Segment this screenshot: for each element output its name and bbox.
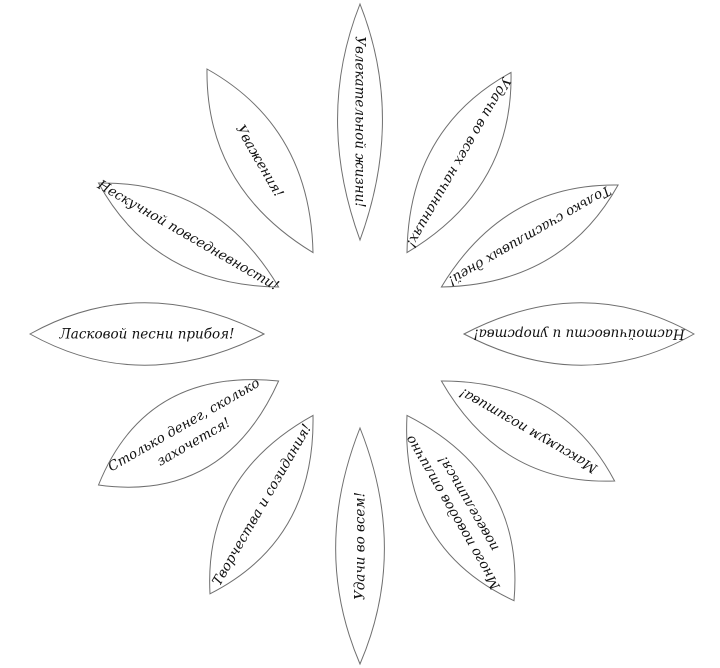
- petal-text-line: Ласковой песни прибоя!: [59, 327, 235, 343]
- petal-shape: [209, 414, 314, 595]
- petal-wish-text: Увлекательной жизни!: [351, 36, 367, 207]
- petal-wish-text: Настойчивости и упорства!: [473, 325, 685, 341]
- petal-shape: [406, 71, 512, 254]
- petal-shape: [335, 426, 385, 666]
- petal-shape: [440, 380, 616, 482]
- petal-shape: [206, 68, 314, 254]
- petal-shape: [28, 302, 266, 366]
- petal-shape: [462, 302, 696, 366]
- petal-udachi-vo-vsem: Удачи во всем!: [335, 426, 385, 666]
- petal-shape: [440, 184, 619, 288]
- petal-shape: [406, 414, 516, 602]
- petal-shape: [337, 2, 383, 242]
- petal-laskovoy-pesni: Ласковой песни прибоя!: [28, 302, 266, 366]
- petal-wish-text: Ласковой песни прибоя!: [59, 327, 235, 343]
- petal-text-line: Увлекательной жизни!: [351, 36, 367, 207]
- petal-uvlekatelnoy: Увлекательной жизни!: [337, 2, 383, 242]
- petal-text-line: Настойчивости и упорства!: [473, 325, 685, 341]
- petal-text-line: Удачи во всем!: [353, 492, 369, 600]
- petal-shape: [97, 182, 280, 288]
- petal-uvazheniya: Уважения!: [206, 68, 314, 254]
- petal-shape: [97, 379, 280, 488]
- petal-nastoychivosti: Настойчивости и упорства!: [462, 302, 696, 366]
- petal-wish-text: Удачи во всем!: [353, 492, 369, 600]
